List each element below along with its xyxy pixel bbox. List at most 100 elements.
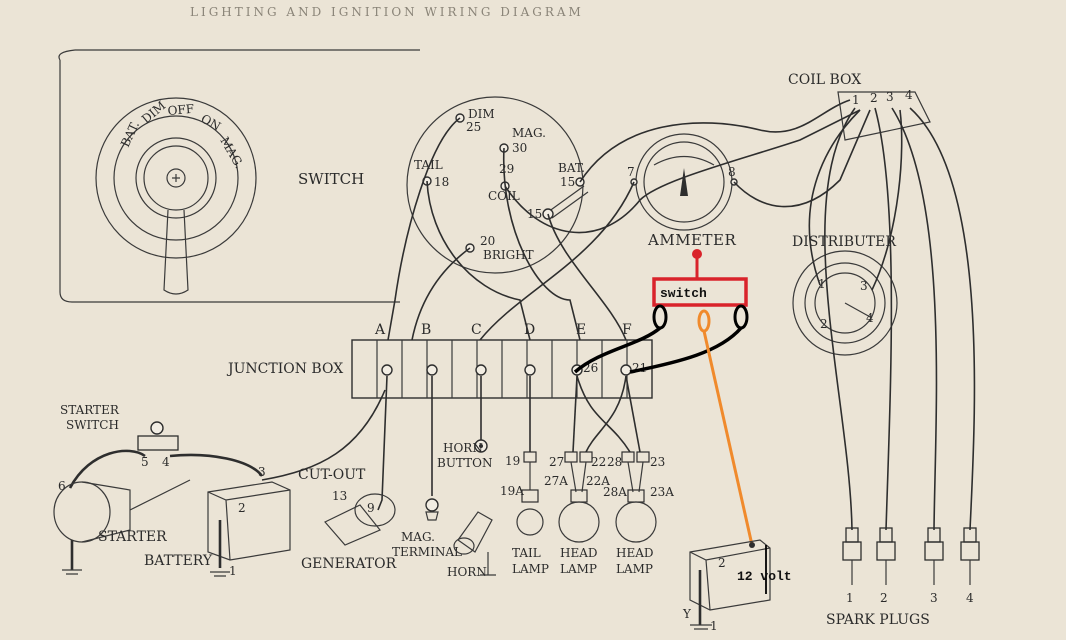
switch-panel-title: SWITCH bbox=[298, 170, 364, 188]
junction-col-f: F bbox=[622, 322, 632, 338]
head-left-num-27a: 27A bbox=[544, 474, 568, 488]
ammeter-left-num: 7 bbox=[627, 165, 635, 179]
tail-lamp-num-19a: 19A bbox=[500, 484, 524, 498]
annotation-switch-label: switch bbox=[660, 286, 707, 301]
ammeter-right-num: 8 bbox=[728, 165, 736, 179]
horn-button: HORN BUTTON bbox=[437, 439, 493, 470]
coil-terminal-4: 4 bbox=[905, 88, 913, 102]
dial-label-off: OFF bbox=[167, 102, 195, 118]
head-right-num-28: 28 bbox=[607, 455, 622, 469]
starter-switch-terminal-5: 5 bbox=[141, 455, 149, 469]
spark-plug-2 bbox=[876, 527, 896, 585]
annotation-switch-box bbox=[652, 277, 748, 307]
ammeter-title: AMMETER bbox=[647, 231, 736, 249]
head-left-line2: LAMP bbox=[560, 562, 597, 576]
dial-label-mag: MAG. bbox=[217, 135, 246, 171]
battery12-mark: Y bbox=[682, 607, 692, 621]
tail-lamp-line1: TAIL bbox=[512, 546, 541, 560]
switch-lever bbox=[163, 209, 189, 295]
head-lamp-right: 28 23 28A 23A HEAD LAMP bbox=[603, 451, 674, 576]
starter-switch: STARTER SWITCH 5 4 bbox=[60, 403, 179, 469]
horn-button-line2: BUTTON bbox=[437, 456, 493, 470]
dist-terminal-1: 1 bbox=[818, 277, 826, 291]
horn: HORN bbox=[447, 511, 496, 579]
label-mag-num: 30 bbox=[512, 141, 527, 155]
battery-12v: 2 1 Y 12 volt bbox=[682, 539, 792, 633]
starter-switch-title2: SWITCH bbox=[66, 418, 119, 432]
label-bat-num: 15 bbox=[560, 175, 575, 189]
tail-lamp: 19 19A TAIL LAMP bbox=[500, 451, 549, 576]
key-slot-icon bbox=[172, 174, 180, 182]
starter-title: STARTER bbox=[98, 529, 167, 545]
battery12-terminal-2: 2 bbox=[718, 556, 726, 570]
mag-terminal-line1: MAG. bbox=[401, 530, 435, 544]
battery: 3 2 1 BATTERY bbox=[144, 465, 291, 578]
generator-title: GENERATOR bbox=[301, 556, 397, 572]
spark-plugs-title: SPARK PLUGS bbox=[826, 612, 930, 628]
junction-col-d: D bbox=[524, 322, 535, 338]
ammeter: 7 8 AMMETER bbox=[627, 133, 738, 249]
dial-label-dim: DIM bbox=[139, 98, 168, 126]
ammeter-needle bbox=[680, 168, 688, 196]
label-mag: MAG. bbox=[512, 126, 546, 140]
starter-switch-terminal-4: 4 bbox=[162, 455, 170, 469]
head-left-num-27: 27 bbox=[549, 455, 564, 469]
battery-title: BATTERY bbox=[144, 553, 213, 569]
head-right-line1: HEAD bbox=[616, 546, 654, 560]
spark-plug-num-2: 2 bbox=[880, 591, 888, 605]
coil-terminal-1: 1 bbox=[852, 93, 860, 107]
spark-plug-num-3: 3 bbox=[930, 591, 938, 605]
starter-switch-title1: STARTER bbox=[60, 403, 120, 417]
head-left-line1: HEAD bbox=[560, 546, 598, 560]
cutout-terminal-13: 13 bbox=[332, 489, 347, 503]
coil-box: COIL BOX 1 2 3 4 bbox=[788, 72, 931, 141]
bat-strap bbox=[547, 185, 589, 219]
distributer: DISTRIBUTER 1 2 3 4 bbox=[792, 234, 898, 356]
distributer-title: DISTRIBUTER bbox=[792, 234, 896, 250]
switch-panel: SWITCH BAT. DIM OFF ON MAG. bbox=[58, 49, 420, 303]
annotation-overlay: switch bbox=[573, 249, 754, 546]
junction-box-title: JUNCTION BOX bbox=[226, 361, 343, 377]
junction-col-b: B bbox=[421, 322, 431, 338]
spark-plug-1 bbox=[842, 527, 862, 585]
label-bright: BRIGHT bbox=[483, 248, 534, 262]
battery-terminal-2: 2 bbox=[238, 501, 246, 515]
wires bbox=[68, 99, 976, 531]
starter: 6 STARTER bbox=[53, 479, 191, 575]
battery12-label: 12 volt bbox=[737, 569, 792, 584]
cutout-terminal-9: 9 bbox=[367, 501, 375, 515]
switch-base: DIM 25 MAG. 30 TAIL 18 29 COIL BAT. 15 1… bbox=[406, 96, 589, 274]
head-left-num-22a: 22A bbox=[586, 474, 610, 488]
head-left-num-22: 22 bbox=[591, 455, 606, 469]
head-right-num-23: 23 bbox=[650, 455, 665, 469]
label-tail-num: 18 bbox=[434, 175, 449, 189]
generator: CUT-OUT 13 9 GENERATOR bbox=[298, 467, 397, 572]
coil-box-title: COIL BOX bbox=[788, 72, 861, 88]
battery-terminal-3: 3 bbox=[258, 465, 266, 479]
junction-col-a: A bbox=[374, 322, 386, 338]
tail-lamp-line2: LAMP bbox=[512, 562, 549, 576]
label-bright-num: 20 bbox=[480, 234, 495, 248]
annotation-black-wire-left bbox=[573, 326, 662, 374]
label-coil: COIL bbox=[488, 189, 520, 203]
dist-terminal-4: 4 bbox=[866, 311, 874, 325]
spark-plug-num-4: 4 bbox=[966, 591, 974, 605]
dist-terminal-2: 2 bbox=[820, 317, 828, 331]
coil-terminal-2: 2 bbox=[870, 91, 878, 105]
annotation-orange-wire bbox=[702, 330, 754, 546]
annotation-black-wire-right bbox=[629, 326, 743, 374]
dist-terminal-3: 3 bbox=[860, 279, 868, 293]
starter-terminal-6: 6 bbox=[58, 479, 66, 493]
spark-plug-4 bbox=[960, 527, 980, 585]
junction-col-e: E bbox=[576, 322, 586, 338]
head-lamp-left: 27 22 27A 22A HEAD LAMP bbox=[544, 451, 610, 576]
tail-lamp-num-19: 19 bbox=[505, 454, 520, 468]
head-right-num-28a: 28A bbox=[603, 485, 627, 499]
label-coil-num: 29 bbox=[499, 162, 514, 176]
spark-plug-3 bbox=[924, 527, 944, 585]
annotation-red-dot bbox=[692, 249, 702, 259]
header-text: LIGHTING AND IGNITION WIRING DIAGRAM bbox=[190, 5, 584, 19]
horn-title: HORN bbox=[447, 565, 487, 579]
